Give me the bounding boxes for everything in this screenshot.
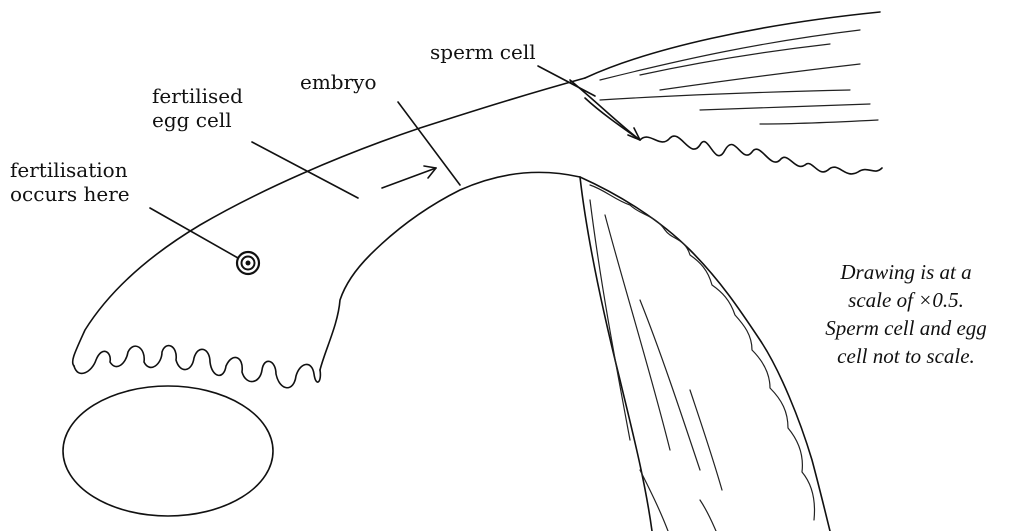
funnel-striation [600, 30, 860, 80]
funnel-striation [700, 104, 870, 110]
oviduct-upper-wall [73, 78, 585, 366]
lower-funnel-fimbriae [590, 185, 815, 520]
sperm-direction-line [585, 98, 640, 140]
label-fertilisation-line1: fertilisation [10, 158, 130, 182]
label-fertilised-line1: fertilised [152, 84, 243, 108]
scale-note: Drawing is at a scale of ×0.5. Sperm cel… [808, 258, 1004, 370]
leader-sperm-cell [538, 66, 595, 96]
fertilisation-site [237, 252, 259, 274]
label-fertilisation-line2: occurs here [10, 182, 130, 206]
scale-note-line2: scale of ×0.5. [808, 286, 1004, 314]
funnel-striation [700, 500, 716, 531]
funnel-striation [600, 90, 850, 100]
lower-funnel-right [580, 177, 830, 531]
scale-note-line3: Sperm cell and egg [808, 314, 1004, 342]
funnel-striation [660, 64, 860, 90]
leader-fertilisation [150, 208, 238, 258]
label-embryo: embryo [300, 70, 377, 94]
lower-fimbriae [74, 346, 320, 388]
ovary [63, 386, 273, 516]
funnel-striation [640, 300, 700, 470]
funnel-striation [605, 215, 670, 450]
oviduct-lower-wall [320, 172, 580, 370]
upper-fimbriae [640, 136, 882, 174]
funnel-striation [760, 120, 878, 124]
oviduct-funnel-top [585, 12, 880, 78]
label-sperm-cell: sperm cell [430, 40, 536, 64]
scale-note-line1: Drawing is at a [808, 258, 1004, 286]
funnel-striation [590, 200, 630, 440]
lower-funnel-left [580, 177, 652, 531]
label-fertilised-line2: egg cell [152, 108, 243, 132]
funnel-striation [690, 390, 722, 490]
leader-embryo [398, 102, 460, 185]
funnel-striation [640, 470, 668, 531]
scale-note-line4: cell not to scale. [808, 342, 1004, 370]
label-fertilisation-occurs-here: fertilisation occurs here [10, 158, 130, 206]
label-fertilised-egg-cell: fertilised egg cell [152, 84, 243, 132]
